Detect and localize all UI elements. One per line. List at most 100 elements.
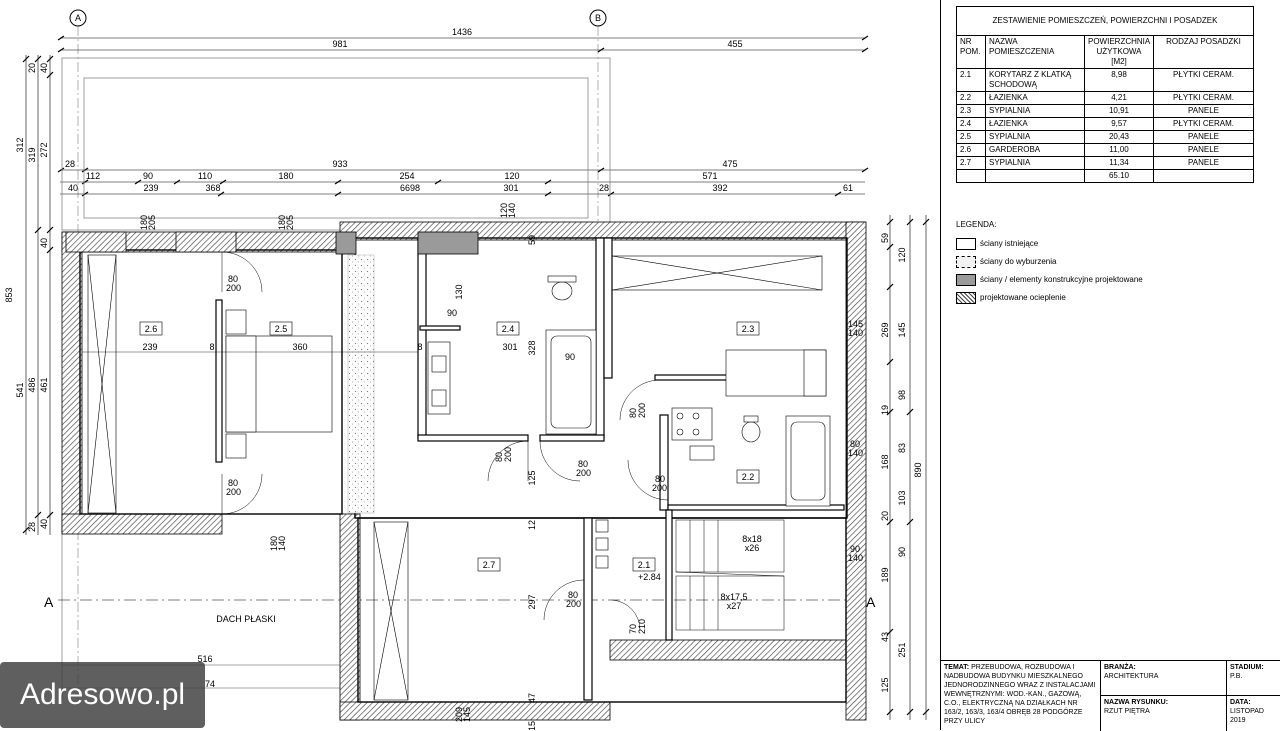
dim-right-189: 189 bbox=[880, 567, 890, 582]
dim-row3-571: 571 bbox=[702, 171, 717, 181]
dim-right-59: 59 bbox=[880, 233, 890, 243]
dim-left-461: 461 bbox=[39, 377, 49, 392]
dim-bottom-516: 516 bbox=[197, 654, 212, 664]
op-w3b: 140 bbox=[507, 203, 517, 218]
dim-inner-47: 47 bbox=[527, 693, 537, 703]
op-dh1a: 80 bbox=[494, 452, 504, 462]
dim-left-272: 272 bbox=[39, 142, 49, 157]
stamp-drawing-name-label: NAZWA RYSUNKU: bbox=[1104, 699, 1169, 706]
stairs-upper-a: 8x18 bbox=[742, 534, 762, 544]
stairs-upper-b: x26 bbox=[745, 543, 760, 553]
section-line: A A bbox=[44, 594, 876, 610]
op-w3a: 120 bbox=[499, 203, 509, 218]
dim-row3-90: 90 bbox=[143, 171, 153, 181]
dim-inner-8b: 8 bbox=[417, 342, 422, 352]
table-total: 65.10 bbox=[1084, 169, 1154, 183]
op-w2a: 180 bbox=[277, 215, 287, 230]
op-w22a: 80 bbox=[850, 439, 860, 449]
room-labels: 2.6 2.5 2.4 2.3 2.2 2.7 2.1 +2.84 bbox=[139, 321, 760, 582]
axis-a-label: A bbox=[75, 13, 81, 23]
stamp-date: DATA: LISTOPAD 2019 bbox=[1227, 696, 1280, 731]
stamp-drawing-name: NAZWA RYSUNKU: RZUT PIĘTRA bbox=[1101, 696, 1227, 731]
op-wb2b: 145 bbox=[462, 707, 472, 722]
cell bbox=[985, 169, 1085, 183]
cell: 20,43 bbox=[1084, 130, 1154, 144]
cell: 4,21 bbox=[1084, 91, 1154, 105]
cell: 2.6 bbox=[956, 143, 986, 157]
dim-inner-125: 125 bbox=[527, 470, 537, 485]
walls bbox=[79, 237, 848, 703]
legend-item: projektowane ocieplenie bbox=[956, 292, 1216, 306]
dim-row4-392: 392 bbox=[712, 183, 727, 193]
cell: 8,98 bbox=[1084, 68, 1154, 92]
op-dh2a: 80 bbox=[578, 459, 588, 469]
op-w1b: 205 bbox=[147, 215, 157, 230]
stamp-stage-value: P.B. bbox=[1230, 673, 1243, 680]
op-d21b: 210 bbox=[637, 619, 647, 634]
cell: 11,34 bbox=[1084, 156, 1154, 170]
dim-right-269: 269 bbox=[880, 322, 890, 337]
dim-inner-90b: 90 bbox=[447, 308, 457, 318]
cell: 2.2 bbox=[956, 91, 986, 105]
dim-left-40: 40 bbox=[39, 63, 49, 73]
th-name: NAZWA POMIESZCZENIA bbox=[985, 35, 1085, 69]
left-dimension-lines bbox=[22, 55, 54, 535]
legend-title: LEGENDA: bbox=[956, 220, 997, 229]
room-2-6: 2.6 bbox=[145, 324, 158, 334]
op-dh1b: 200 bbox=[503, 447, 513, 462]
dim-row3-112: 112 bbox=[86, 171, 100, 181]
toilet-22 bbox=[741, 421, 761, 443]
legend-label: ściany istniejące bbox=[980, 239, 1039, 248]
dim-inner-8a: 8 bbox=[209, 342, 214, 352]
right-dimension-lines bbox=[886, 215, 930, 720]
table-total-row: 65.10 bbox=[956, 169, 1254, 183]
cell: 10,91 bbox=[1084, 104, 1154, 118]
dim-row3-120: 120 bbox=[504, 171, 519, 181]
dim-right-20: 20 bbox=[880, 511, 890, 521]
room-2-3: 2.3 bbox=[742, 324, 755, 334]
op-d23a: 80 bbox=[628, 408, 638, 418]
op-w23a: 145 bbox=[848, 319, 863, 329]
dim-left-40c: 40 bbox=[39, 519, 49, 529]
cell: PŁYTKI CERAM. bbox=[1153, 68, 1254, 92]
dim-inner-301: 301 bbox=[502, 342, 517, 352]
legend-swatch-insulation bbox=[956, 292, 976, 304]
rooms-table: ZESTAWIENIE POMIESZCZEŃ, POWIERZCHNI I P… bbox=[956, 6, 1254, 183]
dim-row4-239: 239 bbox=[143, 183, 158, 193]
dim-row4-28: 28 bbox=[599, 183, 609, 193]
stairs-lower-b: x27 bbox=[727, 601, 742, 611]
dim-row2-475: 475 bbox=[722, 159, 737, 169]
dim-row4-368: 368 bbox=[205, 183, 220, 193]
cell: 2.7 bbox=[956, 156, 986, 170]
dim-inner-12: 12 bbox=[527, 520, 537, 530]
legend-item: ściany istniejące bbox=[956, 238, 1216, 252]
cell: PANELE bbox=[1153, 143, 1254, 157]
legend-swatch-demolish bbox=[956, 256, 976, 268]
op-w1a: 180 bbox=[139, 215, 149, 230]
op-d26b: 200 bbox=[226, 283, 241, 293]
dim-bottom-74: 74 bbox=[205, 679, 215, 689]
op-dh3b: 200 bbox=[652, 483, 667, 493]
dim-right-145: 145 bbox=[897, 322, 907, 337]
op-w23b: 140 bbox=[848, 328, 863, 338]
level-marker: +2.84 bbox=[638, 572, 661, 582]
dim-left-40b: 40 bbox=[39, 238, 49, 248]
rooms-table-title: ZESTAWIENIE POMIESZCZEŃ, POWIERZCHNI I P… bbox=[956, 6, 1254, 36]
dim-inner-15: 15 bbox=[527, 721, 537, 730]
cell: SYPIALNIA bbox=[985, 156, 1085, 170]
dim-inner-239: 239 bbox=[142, 342, 157, 352]
dim-right-19: 19 bbox=[880, 405, 890, 415]
dim-row3-180: 180 bbox=[278, 171, 293, 181]
stamp-date-month: LISTOPAD bbox=[1230, 708, 1264, 715]
door-swings bbox=[221, 251, 669, 631]
dim-row4-301: 301 bbox=[503, 183, 518, 193]
dim-top-981: 981 bbox=[332, 39, 347, 49]
cell: ŁAZIENKA bbox=[985, 91, 1085, 105]
room-2-4: 2.4 bbox=[502, 324, 515, 334]
dim-inner-59: 59 bbox=[527, 235, 537, 245]
stamp-date-label: DATA: bbox=[1230, 699, 1251, 706]
stove bbox=[671, 407, 713, 441]
